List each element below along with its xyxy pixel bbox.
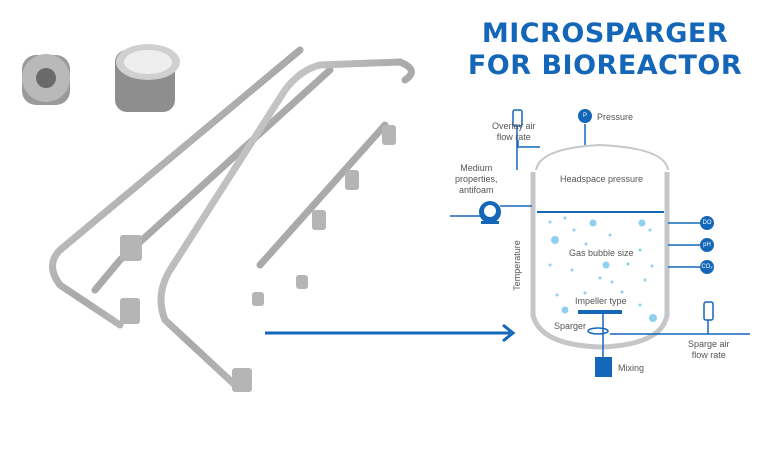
- overlay-air-line-1: Overlay air: [492, 121, 536, 131]
- mixing-label: Mixing: [618, 363, 645, 373]
- medium-line-2: properties,: [455, 174, 498, 184]
- sparge-air-line-1: Sparge air: [688, 339, 730, 349]
- do-sensor-icon: DO: [700, 216, 714, 230]
- medium-label: Medium properties, antifoam: [455, 163, 498, 196]
- gas-bubbles: [548, 216, 657, 322]
- mixing-motor: [595, 357, 612, 377]
- co2-sensor-icon: CO₂: [700, 260, 714, 274]
- sparger-tubes: [49, 46, 415, 389]
- gas-bubble-label: Gas bubble size: [569, 248, 634, 258]
- temperature-label: Temperature: [511, 240, 522, 291]
- bioreactor-vessel: [530, 143, 670, 350]
- overlay-air-line-2: flow rate: [496, 132, 531, 142]
- title-line-1: MICROSPARGER: [481, 18, 729, 49]
- piping: [450, 109, 750, 357]
- overlay-air-label: Overlay air flow rate: [492, 121, 536, 143]
- medium-line-3: antifoam: [459, 185, 494, 195]
- impeller: [578, 310, 622, 314]
- fittings: [120, 125, 396, 392]
- sintered-sparger-heads: [22, 44, 180, 112]
- sparge-air-label: Sparge air flow rate: [688, 339, 730, 361]
- pressure-label: Pressure: [597, 112, 634, 122]
- arrow: [265, 323, 516, 343]
- title-line-2: FOR BIOREACTOR: [467, 50, 743, 81]
- pressure-gauge-icon: P: [578, 109, 592, 123]
- sparger-label: Sparger: [554, 321, 587, 331]
- headspace-label: Headspace pressure: [560, 174, 644, 184]
- impeller-label: Impeller type: [575, 296, 627, 306]
- medium-line-1: Medium: [460, 163, 493, 173]
- antifoam-pump-icon: [479, 201, 501, 224]
- ph-sensor-icon: pH: [700, 238, 714, 252]
- sparge-air-line-2: flow rate: [691, 350, 726, 360]
